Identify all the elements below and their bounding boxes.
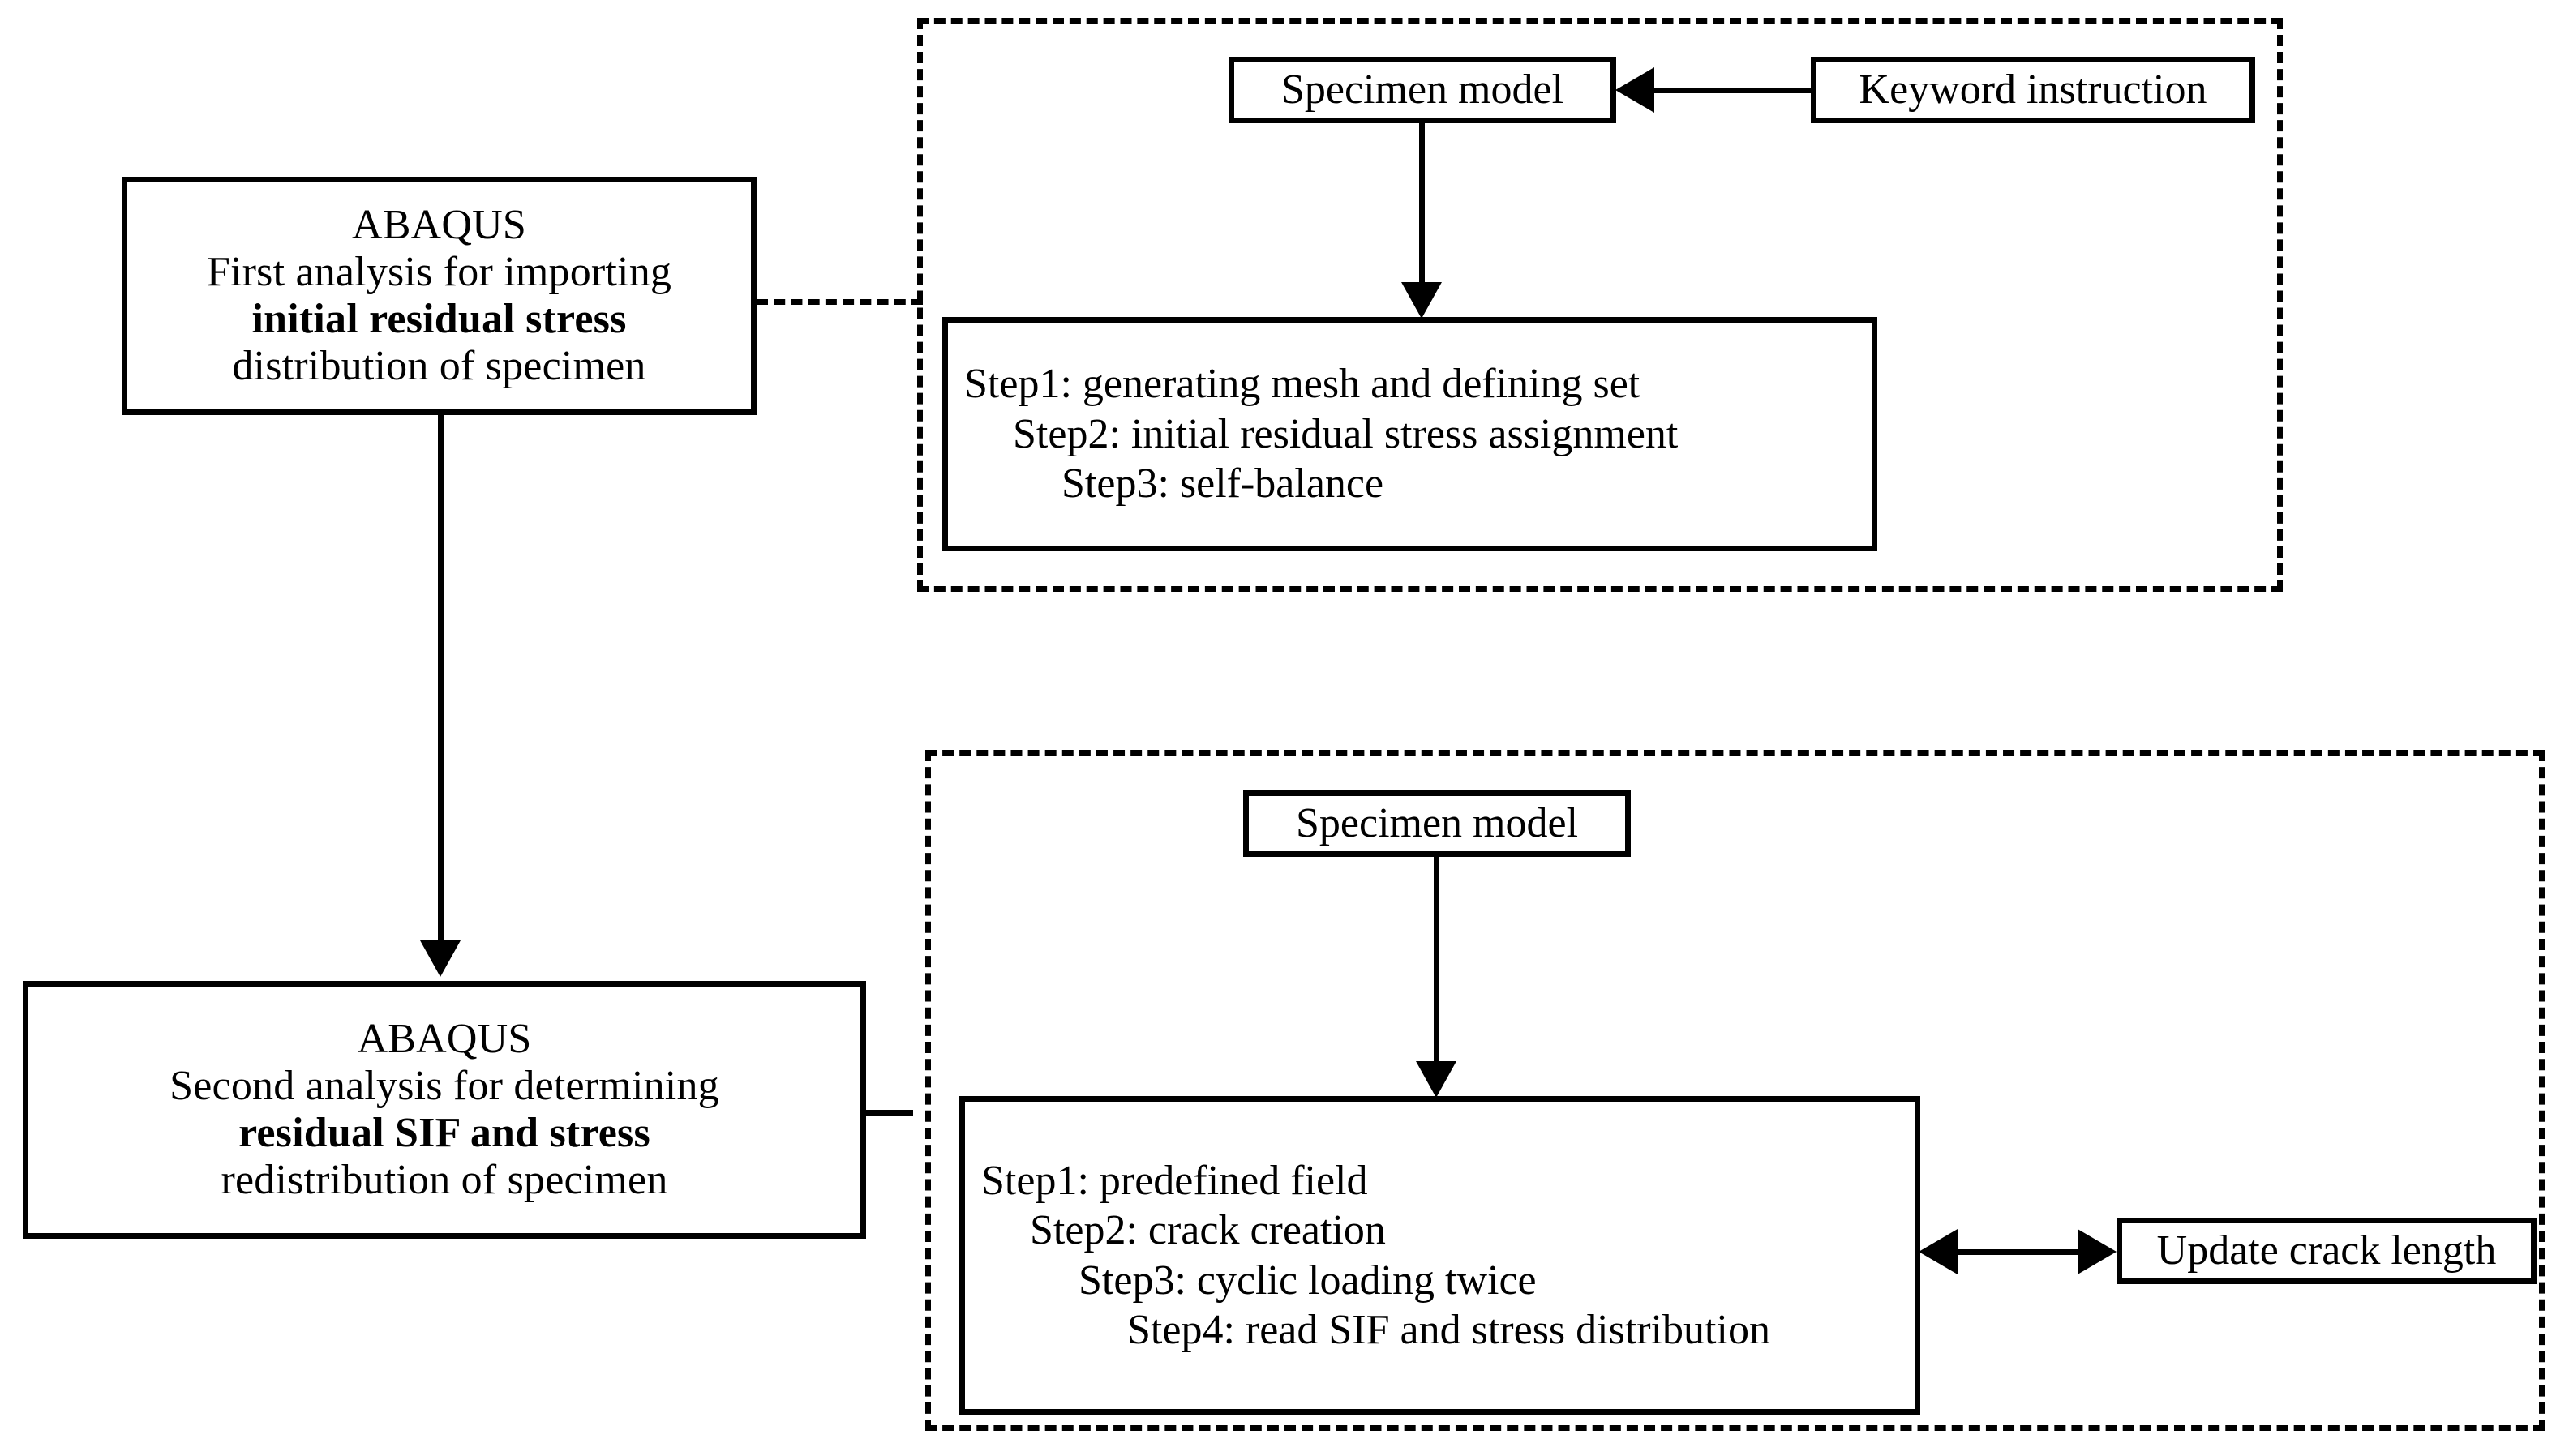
- second-analysis-step-4: Step4: read SIF and stress distribution: [1127, 1306, 1770, 1353]
- specimen-model-box-bottom[interactable]: Specimen model: [1243, 790, 1631, 857]
- update-crack-length-label: Update crack length: [2156, 1227, 2497, 1274]
- first-analysis-step-1: Step1: generating mesh and defining set: [964, 361, 1640, 408]
- second-analysis-step-1: Step1: predefined field: [981, 1157, 1368, 1204]
- abaqus-first-line-4-bold: distribution: [232, 343, 429, 390]
- second-analysis-step-2: Step2: crack creation: [1030, 1207, 1386, 1254]
- first-analysis-step-3: Step3: self-balance: [1061, 460, 1384, 507]
- abaqus-first-line-4: distribution of specimen: [232, 343, 645, 390]
- first-to-second-arrow-head: [420, 940, 461, 977]
- keyword-to-specimen-line: [1654, 88, 1813, 93]
- abaqus-first-line-1: ABAQUS: [351, 201, 526, 248]
- update-crack-length-box[interactable]: Update crack length: [2117, 1218, 2537, 1284]
- abaqus-second-line-4: redistribution of specimen: [221, 1157, 667, 1204]
- specimen-model-box-top[interactable]: Specimen model: [1229, 57, 1616, 123]
- steps-to-update-line: [1956, 1249, 2079, 1255]
- first-to-second-arrow-line: [438, 415, 444, 942]
- steps-to-update-arrow-head-left: [1919, 1229, 1958, 1274]
- second-analysis-link: [866, 1110, 913, 1116]
- keyword-instruction-box[interactable]: Keyword instruction: [1811, 57, 2255, 123]
- second-analysis-step-3: Step3: cyclic loading twice: [1079, 1257, 1537, 1304]
- specimen-to-steps-arrow-head-top: [1401, 282, 1442, 319]
- first-analysis-step-2: Step2: initial residual stress assignmen…: [1013, 410, 1679, 457]
- abaqus-first-line-4-rest: of specimen: [428, 343, 646, 390]
- first-analysis-link: [757, 299, 923, 305]
- second-analysis-steps-box[interactable]: Step1: predefined field Step2: crack cre…: [959, 1096, 1920, 1415]
- abaqus-second-line-4-rest: of specimen: [450, 1157, 668, 1204]
- abaqus-second-line-4-bold: redistribution: [221, 1157, 451, 1204]
- keyword-instruction-label: Keyword instruction: [1859, 66, 2207, 113]
- first-analysis-dashed-region: [917, 18, 2283, 592]
- specimen-model-label-top: Specimen model: [1280, 66, 1564, 113]
- abaqus-second-analysis-box[interactable]: ABAQUS Second analysis for determining r…: [23, 981, 866, 1239]
- second-analysis-dashed-region: [925, 750, 2545, 1431]
- specimen-to-steps-arrow-head-bottom: [1416, 1061, 1456, 1098]
- abaqus-second-line-1: ABAQUS: [357, 1015, 532, 1062]
- specimen-to-steps-line-top: [1419, 123, 1425, 285]
- abaqus-second-line-3: residual SIF and stress: [238, 1110, 650, 1156]
- steps-to-update-arrow-head-right: [2078, 1229, 2117, 1274]
- first-analysis-steps-box[interactable]: Step1: generating mesh and defining set …: [942, 317, 1877, 551]
- specimen-model-label-bottom: Specimen model: [1295, 800, 1579, 846]
- abaqus-first-analysis-box[interactable]: ABAQUS First analysis for importing init…: [122, 177, 757, 415]
- abaqus-second-line-2: Second analysis for determining: [169, 1062, 719, 1109]
- abaqus-first-line-2: First analysis for importing: [206, 248, 672, 295]
- abaqus-first-line-3: initial residual stress: [251, 296, 627, 342]
- keyword-to-specimen-arrow-head: [1615, 67, 1654, 113]
- specimen-to-steps-line-bottom: [1434, 857, 1439, 1064]
